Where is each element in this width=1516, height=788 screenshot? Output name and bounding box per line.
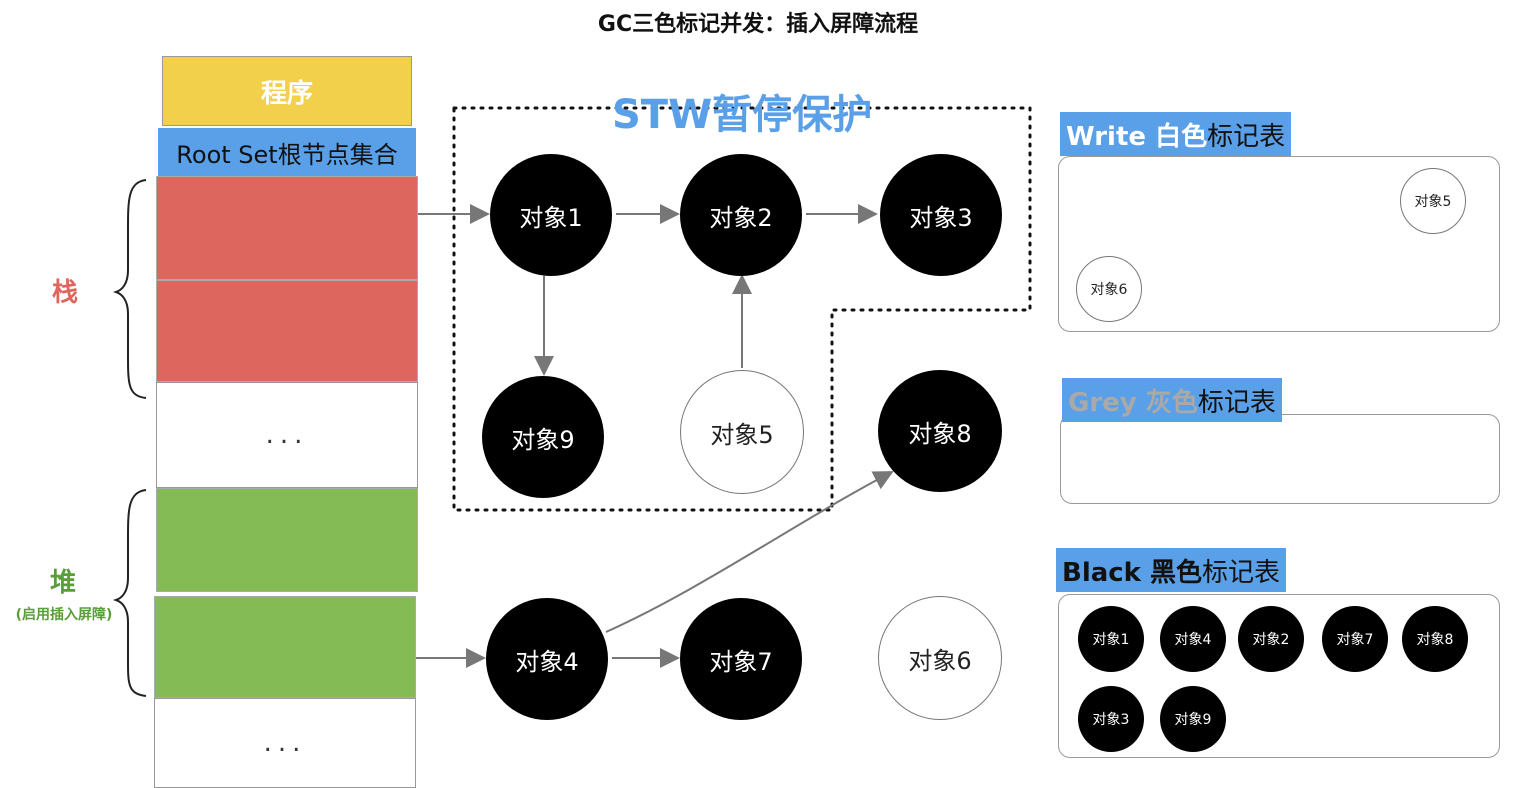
node-obj2: 对象2 (680, 154, 802, 276)
white-table-heading-rest: 标记表 (1207, 121, 1286, 152)
stw-label: STW暂停保护 (612, 92, 873, 138)
node-obj4: 对象4 (486, 598, 608, 720)
heap-label: 堆 (49, 568, 76, 598)
black-table-item-label: 对象9 (1174, 712, 1212, 728)
node-obj1-label: 对象1 (519, 203, 583, 232)
node-obj7-label: 对象7 (709, 647, 773, 676)
node-obj2-label: 对象2 (709, 203, 773, 232)
stack-ellipsis: ... (265, 420, 309, 450)
white-table-heading-strong: Write 白色 (1066, 121, 1208, 152)
black-table-item-label: 对象8 (1416, 632, 1454, 648)
black-table-item-label: 对象1 (1092, 632, 1130, 648)
diagram-title: GC三色标记并发：插入屏障流程 (597, 12, 919, 37)
root-set-label: Root Set根节点集合 (176, 140, 398, 169)
white-table-item-label: 对象5 (1414, 194, 1452, 210)
black-table-heading-strong: Black 黑色 (1062, 557, 1203, 588)
black-table-item: 对象9 (1160, 686, 1226, 752)
stack-ellipsis-block: ... (156, 382, 418, 488)
node-obj5-label: 对象5 (710, 420, 774, 449)
node-obj3-label: 对象3 (909, 203, 973, 232)
black-table-item: 对象2 (1238, 606, 1304, 672)
node-obj8: 对象8 (878, 370, 1002, 492)
black-table-item-label: 对象2 (1252, 632, 1290, 648)
node-obj9: 对象9 (482, 376, 604, 498)
white-table-item: 对象5 (1400, 168, 1466, 234)
grey-table-heading-strong: Grey 灰色 (1068, 387, 1198, 418)
grey-table-box (1060, 414, 1500, 504)
white-table-heading: Write 白色标记表 (1060, 112, 1292, 156)
node-obj3: 对象3 (880, 154, 1002, 276)
stack-brace (112, 179, 147, 399)
arrow-obj4-obj8 (605, 471, 894, 633)
stack-frame-2 (156, 280, 418, 382)
black-table-item: 对象4 (1160, 606, 1226, 672)
heap-sublabel: (启用插入屏障) (15, 607, 113, 623)
node-obj6-label: 对象6 (908, 646, 972, 675)
node-obj5: 对象5 (680, 370, 804, 494)
black-table-item-label: 对象4 (1174, 632, 1212, 648)
stack-frame-1 (156, 176, 418, 280)
black-table-item-label: 对象3 (1092, 712, 1130, 728)
node-obj8-label: 对象8 (908, 419, 972, 448)
black-table-heading: Black 黑色标记表 (1056, 548, 1287, 592)
stack-label: 栈 (51, 278, 78, 308)
black-table-item: 对象8 (1402, 606, 1468, 672)
stw-region-border (452, 106, 1032, 512)
node-obj1: 对象1 (490, 154, 612, 276)
root-set-block: Root Set根节点集合 (158, 128, 416, 176)
white-table-item: 对象6 (1076, 256, 1142, 322)
black-table-item-label: 对象7 (1336, 632, 1374, 648)
node-obj4-label: 对象4 (515, 647, 579, 676)
grey-table-heading: Grey 灰色标记表 (1062, 378, 1282, 422)
node-obj7: 对象7 (680, 598, 802, 720)
program-block: 程序 (162, 56, 412, 126)
white-table-item-label: 对象6 (1090, 282, 1128, 298)
heap-block-2 (154, 596, 416, 698)
black-table-item: 对象7 (1322, 606, 1388, 672)
heap-block-1 (156, 488, 418, 592)
black-table-item: 对象3 (1078, 686, 1144, 752)
node-obj6: 对象6 (878, 596, 1002, 720)
program-label: 程序 (260, 78, 313, 109)
heap-brace (112, 489, 147, 697)
heap-ellipsis: ... (263, 728, 307, 758)
node-obj9-label: 对象9 (511, 425, 575, 454)
black-table-item: 对象1 (1078, 606, 1144, 672)
grey-table-heading-rest: 标记表 (1197, 387, 1276, 418)
black-table-heading-rest: 标记表 (1202, 557, 1281, 588)
